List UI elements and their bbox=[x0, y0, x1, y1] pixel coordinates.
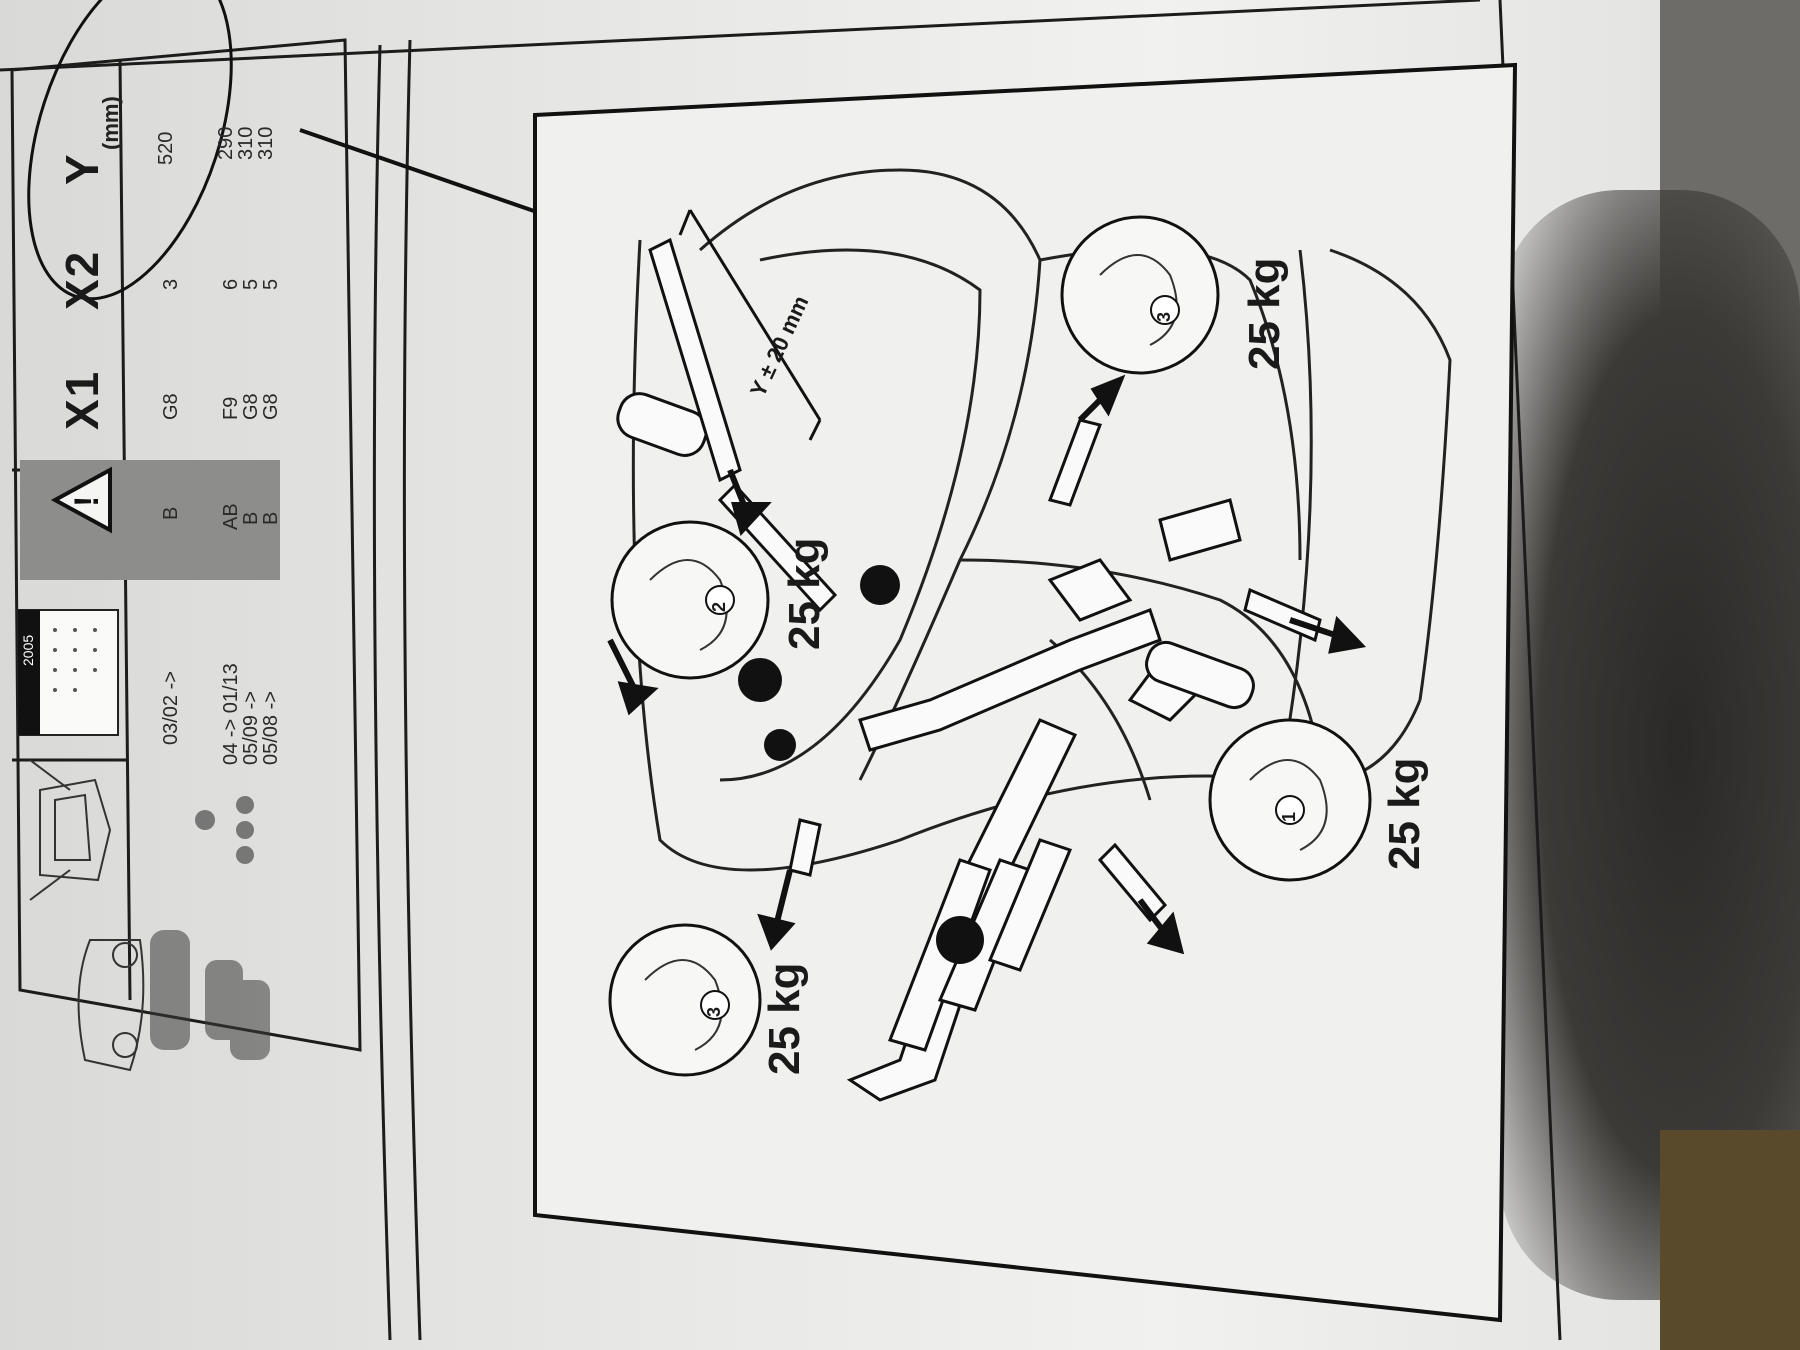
strap-number-3a: 3 bbox=[704, 1006, 724, 1017]
hand-circle-3a bbox=[608, 923, 762, 1077]
strap-number-1: 1 bbox=[1279, 811, 1299, 822]
calendar-icon bbox=[17, 609, 119, 736]
col-header-x2: X2 bbox=[56, 249, 108, 310]
y-value-callout bbox=[27, 0, 233, 301]
row-x2: 5 bbox=[260, 278, 282, 290]
pull-arrows bbox=[607, 374, 1367, 955]
car-side-icon bbox=[77, 939, 145, 1072]
column-divider bbox=[402, 39, 422, 1341]
warning-icon: ! bbox=[50, 466, 112, 534]
hand-circle-2 bbox=[610, 520, 770, 680]
rack-wheels bbox=[738, 565, 984, 964]
warning-band bbox=[20, 460, 280, 580]
svg-text:!: ! bbox=[68, 496, 106, 507]
row-x1: G8 bbox=[160, 393, 182, 420]
row-date: 03/02 -> bbox=[160, 671, 182, 745]
calendar-year: 2005 bbox=[20, 630, 36, 670]
row-y: 520 bbox=[155, 131, 177, 165]
row-y: 310 bbox=[255, 126, 277, 160]
bike-rack bbox=[616, 392, 1255, 1102]
sheet-top-edge bbox=[0, 0, 1481, 72]
strap-number-2: 2 bbox=[709, 601, 729, 612]
blurred-model-names bbox=[150, 930, 270, 1060]
car-front-icon bbox=[29, 759, 112, 901]
color-dots bbox=[195, 796, 254, 864]
load-label-strap-2: 25 kg bbox=[780, 537, 829, 650]
hand-sketches bbox=[644, 254, 1328, 1051]
row-x1: G8 bbox=[260, 393, 282, 420]
load-label-strap-1: 25 kg bbox=[1380, 757, 1429, 870]
load-label-strap-3a: 25 kg bbox=[760, 962, 809, 1075]
table-surface bbox=[1660, 1130, 1800, 1350]
col-header-y: Y bbox=[56, 152, 108, 185]
row-date: 05/08 -> bbox=[260, 691, 282, 765]
y-measure-line bbox=[678, 209, 822, 441]
col-header-y-unit: (mm) bbox=[98, 96, 123, 150]
row-code: B bbox=[160, 506, 182, 520]
straps bbox=[648, 237, 1322, 923]
row-code: B bbox=[260, 511, 282, 525]
hand-circle-3b bbox=[1060, 215, 1220, 375]
load-label-strap-3b: 25 kg bbox=[1240, 257, 1289, 370]
strap-number-3b: 3 bbox=[1154, 311, 1174, 322]
row-x2: 3 bbox=[160, 278, 182, 290]
col-header-x1: X1 bbox=[56, 369, 108, 430]
